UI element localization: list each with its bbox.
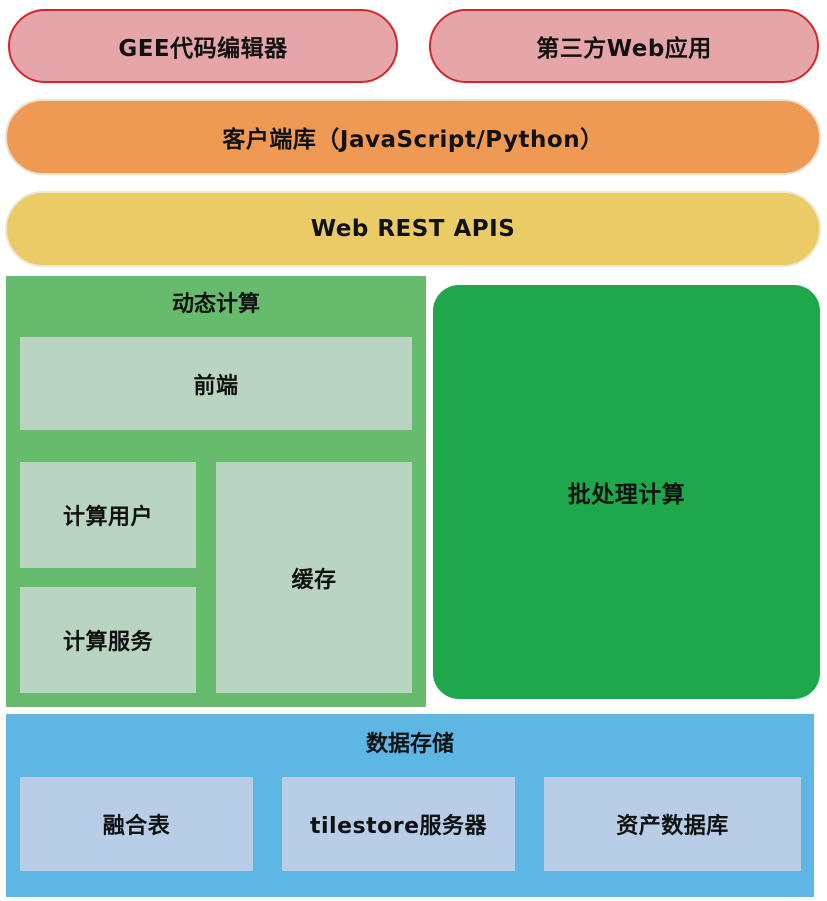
asset-database-box: 资产数据库 — [544, 777, 801, 871]
rest-api-bar: Web REST APIS — [5, 191, 821, 267]
gee-code-editor-label: GEE代码编辑器 — [118, 36, 288, 62]
compute-user-label: 计算用户 — [62, 505, 153, 530]
rest-api-label: Web REST APIS — [310, 216, 516, 242]
compute-service-label: 计算服务 — [62, 630, 153, 655]
cache-label: 缓存 — [291, 567, 337, 593]
frontend-label: 前端 — [193, 373, 239, 399]
cache-box: 缓存 — [216, 462, 412, 693]
data-storage-panel: 数据存储 融合表 tilestore服务器 资产数据库 — [6, 714, 814, 897]
third-party-web-app-label: 第三方Web应用 — [536, 36, 712, 62]
dynamic-compute-title: 动态计算 — [171, 292, 260, 317]
data-storage-title: 数据存储 — [365, 732, 454, 757]
fusion-table-label: 融合表 — [102, 814, 171, 839]
compute-user-box: 计算用户 — [20, 462, 196, 568]
gee-code-editor-box: GEE代码编辑器 — [8, 9, 398, 83]
fusion-table-box: 融合表 — [20, 777, 253, 871]
asset-database-label: 资产数据库 — [616, 814, 729, 839]
dynamic-compute-panel: 动态计算 前端 计算用户 计算服务 缓存 — [6, 276, 426, 707]
third-party-web-app-box: 第三方Web应用 — [429, 9, 819, 83]
client-library-bar: 客户端库（JavaScript/Python） — [5, 99, 821, 175]
frontend-box: 前端 — [20, 337, 412, 430]
batch-compute-box: 批处理计算 — [433, 285, 820, 699]
tilestore-server-label: tilestore服务器 — [309, 814, 488, 839]
batch-compute-label: 批处理计算 — [567, 482, 686, 508]
client-library-label: 客户端库（JavaScript/Python） — [222, 127, 604, 153]
compute-service-box: 计算服务 — [20, 587, 196, 693]
tilestore-server-box: tilestore服务器 — [282, 777, 515, 871]
